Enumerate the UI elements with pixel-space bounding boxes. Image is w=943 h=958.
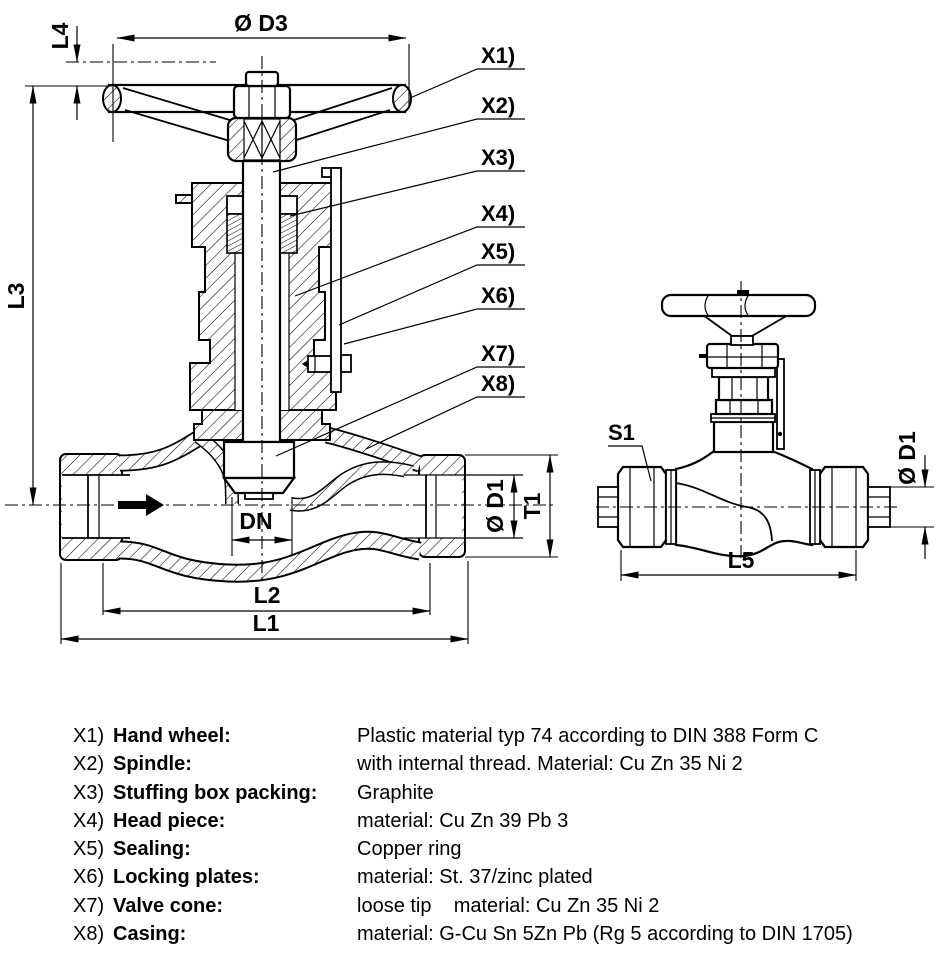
callout-x4: X4) bbox=[481, 201, 515, 226]
callout-x6: X6) bbox=[481, 283, 515, 308]
casing-walls bbox=[119, 426, 423, 583]
legend-part-name: Hand wheel: bbox=[113, 725, 231, 747]
legend-row: X6) Locking plates: material: St. 37/zinc … bbox=[73, 863, 853, 891]
legend-id: X4) bbox=[73, 809, 105, 832]
callout-x5: X5) bbox=[481, 239, 515, 264]
legend-part-name: Stuffing box packing: bbox=[113, 781, 318, 804]
legend-part-desc: material: G-Cu Sn 5Zn Pb (Rg 5 according… bbox=[357, 923, 853, 946]
port-bores bbox=[62, 474, 523, 539]
valve-body-outline bbox=[674, 449, 814, 558]
dimensions-left: Ø D3 L4 L3 DN Ø D1 T1 L2 L1 bbox=[3, 10, 558, 644]
dim-l2-label: L2 bbox=[254, 582, 281, 608]
callout-x1: X1) bbox=[481, 43, 515, 68]
dim-t1-label: T1 bbox=[519, 492, 545, 519]
dim-s1-label: S1 bbox=[608, 420, 635, 445]
callout-x7: X7) bbox=[481, 341, 515, 366]
dim-d1-left-label: Ø D1 bbox=[482, 479, 508, 533]
legend-part-desc: Graphite bbox=[357, 781, 434, 804]
dim-l5-label: L5 bbox=[728, 547, 755, 573]
legend-row: X5) Sealing: Copper ring bbox=[73, 835, 853, 863]
dim-l1-label: L1 bbox=[253, 610, 280, 636]
dim-d1-right-label: Ø D1 bbox=[894, 431, 920, 485]
legend-id: X2) bbox=[73, 753, 105, 776]
legend-id: X3) bbox=[73, 781, 105, 804]
legend-row: X4) Head piece: material: Cu Zn 39 Pb 3 bbox=[73, 807, 853, 835]
legend-part-desc: material: St. 37/zinc plated bbox=[357, 866, 593, 889]
legend-row: X7) Valve cone: loose tip material: Cu Zn … bbox=[73, 892, 853, 920]
legend-part-desc: loose tip material: Cu Zn 35 Ni 2 bbox=[357, 894, 660, 917]
legend-part-name: Locking plates: bbox=[113, 866, 260, 889]
legend-part-desc: with internal thread. Material: Cu Zn 35… bbox=[357, 753, 743, 776]
valve-technical-drawing: Ø D3 L4 L3 DN Ø D1 T1 L2 L1 bbox=[3, 10, 934, 644]
callout-x8: X8) bbox=[481, 371, 515, 396]
legend-part-name: Sealing: bbox=[113, 838, 191, 861]
callout-x3: X3) bbox=[481, 145, 515, 170]
dim-l4-label: L4 bbox=[47, 22, 73, 49]
legend-part-name: Casing: bbox=[113, 923, 187, 946]
dimensions-right: S1 Ø D1 L5 bbox=[608, 420, 934, 581]
legend-row: X1) Hand wheel: Plastic material typ 74 ac… bbox=[73, 722, 853, 750]
legend-row: X2) Spindle: with internal thread. Materia… bbox=[73, 750, 853, 778]
legend-id: X1) bbox=[73, 725, 105, 747]
legend-part-desc: Copper ring bbox=[357, 838, 462, 861]
centerlines bbox=[5, 56, 897, 584]
dim-l3-label: L3 bbox=[3, 283, 29, 310]
legend-id: X5) bbox=[73, 838, 105, 861]
legend-row: X3) Stuffing box packing: Graphite bbox=[73, 779, 853, 807]
dim-d3-label: Ø D3 bbox=[234, 10, 288, 36]
valve-cone bbox=[221, 440, 297, 500]
callouts: X1) X2) X3) X4) X5) X6) X7) X8) bbox=[272, 43, 525, 457]
hand-wheel-side bbox=[660, 290, 817, 346]
legend-part-name: Head piece: bbox=[113, 809, 226, 832]
legend-part-desc: material: Cu Zn 39 Pb 3 bbox=[357, 809, 569, 832]
legend-part-name: Spindle: bbox=[113, 753, 192, 776]
bonnet-stack bbox=[699, 342, 785, 454]
hand-wheel bbox=[102, 70, 412, 163]
sectioned-valve-view bbox=[59, 70, 523, 583]
legend-part-name: Valve cone: bbox=[113, 894, 224, 917]
legend-id: X7) bbox=[73, 894, 105, 917]
dim-dn-label: DN bbox=[239, 508, 272, 534]
flow-arrow bbox=[118, 494, 164, 516]
callout-x2: X2) bbox=[481, 93, 515, 118]
legend-row: X8) Casing: material: G-Cu Sn 5Zn Pb (Rg 5… bbox=[73, 920, 853, 948]
legend-id: X8) bbox=[73, 923, 105, 946]
parts-legend: X1) Hand wheel: Plastic material typ 74 ac… bbox=[73, 722, 853, 948]
outside-valve-view bbox=[597, 290, 891, 558]
legend-id: X6) bbox=[73, 866, 105, 889]
locking-plate-left-tab bbox=[175, 194, 193, 204]
legend-part-desc: Plastic material typ 74 according to DIN… bbox=[357, 725, 819, 747]
